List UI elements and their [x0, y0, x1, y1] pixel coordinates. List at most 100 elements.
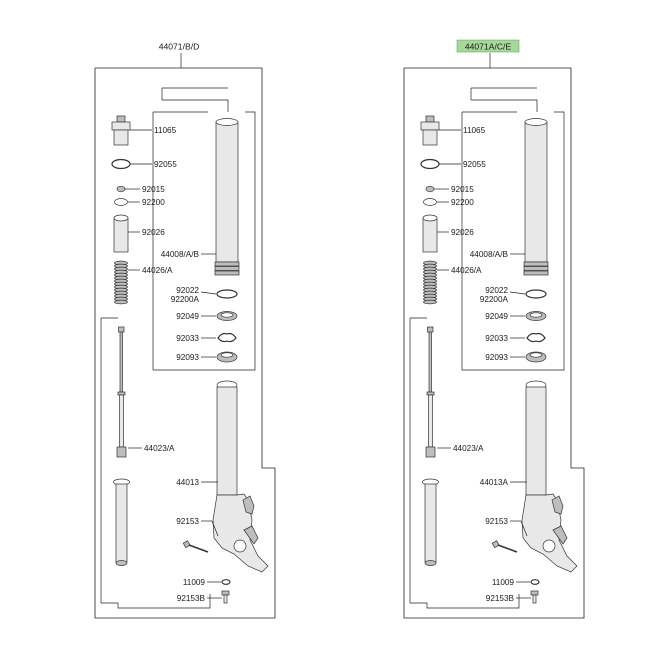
- caliper-mount-upper: [242, 495, 255, 515]
- outer-tube-body: [215, 121, 239, 263]
- oring-part: [111, 158, 131, 170]
- outer-tube-groove: [214, 266, 240, 271]
- nut-part: [116, 185, 126, 193]
- bolt-head: [182, 540, 191, 549]
- leader-line: [200, 291, 217, 295]
- cap-bolt-thread: [422, 129, 438, 146]
- bushing-part: [525, 289, 547, 299]
- damper-shaft: [119, 394, 124, 448]
- label-nut: 92015: [142, 185, 165, 194]
- inner-tube-body: [525, 386, 547, 496]
- bolt-b-shank: [223, 594, 228, 604]
- oil-seal-hole: [220, 312, 234, 318]
- assembly-part-number: 44071A/C/E: [465, 42, 512, 52]
- bolt-b-head: [221, 590, 230, 596]
- label-outer-tube: 44008/A/B: [161, 250, 200, 259]
- damper-collar: [426, 391, 435, 396]
- axle-bracket: [212, 493, 269, 573]
- cap-bolt-body: [111, 121, 131, 131]
- inner-tube-part: [212, 380, 269, 573]
- label-inner-tube: 44013A: [480, 478, 509, 487]
- subassembly-bracket: [162, 99, 229, 112]
- label-nut: 92015: [451, 185, 474, 194]
- dust-seal-hole: [529, 352, 543, 358]
- label-collar: 92026: [142, 228, 165, 237]
- clip-part: [217, 332, 237, 343]
- outer-tube-groove: [214, 270, 240, 276]
- bolt-b-part: [221, 590, 230, 604]
- label-spring: 44026/A: [142, 266, 173, 275]
- damper-part: [422, 326, 439, 566]
- caliper-mount-upper: [551, 495, 564, 515]
- cap-bolt-head: [425, 115, 435, 123]
- outer-tube-part: [214, 118, 240, 276]
- cap-bolt-part: [420, 115, 440, 146]
- damper-cylinder: [424, 483, 437, 563]
- cap-bolt-thread: [113, 129, 129, 146]
- gasket-part: [221, 579, 231, 585]
- header-highlight: [456, 39, 520, 53]
- bushing-part: [216, 289, 238, 299]
- bolt-shank: [497, 544, 518, 553]
- damper-piston: [116, 446, 127, 458]
- label-washer: 92200: [142, 198, 165, 207]
- damper-rod-tip: [427, 326, 434, 333]
- outer-tube-body: [524, 121, 548, 263]
- outer-tube-part: [523, 118, 549, 276]
- collar-top: [422, 214, 438, 222]
- gasket-part: [530, 579, 540, 585]
- subassembly-bracket: [471, 99, 538, 112]
- axle-bracket: [521, 493, 578, 573]
- label-damper: 44023/A: [453, 444, 484, 453]
- damper-cylinder-bottom: [424, 560, 437, 566]
- bolt-b-head: [530, 590, 539, 596]
- damper-bracket: [101, 594, 211, 609]
- inner-tube-part: [521, 380, 578, 573]
- bolt-b-part: [530, 590, 539, 604]
- damper-bracket: [410, 594, 520, 609]
- spring-part: [114, 260, 128, 305]
- axle-hole: [233, 539, 247, 553]
- damper-part: [113, 326, 130, 566]
- damper-rod: [428, 329, 432, 393]
- clip-part: [526, 332, 546, 343]
- washer-part: [114, 198, 128, 206]
- fork-diagram-2: 44071A/C/E110659205592015922009202644026…: [403, 39, 585, 619]
- damper-rod: [119, 329, 123, 393]
- assembly-frame: [403, 67, 585, 619]
- leader-line: [509, 291, 526, 295]
- label-clip: 92033: [485, 334, 508, 343]
- label-clip: 92033: [176, 334, 199, 343]
- oil-seal-hole: [529, 312, 543, 318]
- collar-body: [113, 217, 129, 253]
- spring-part: [423, 260, 437, 305]
- label-washer-a: 92200A: [171, 295, 200, 304]
- spring-coil: [423, 299, 437, 305]
- collar-part: [113, 214, 129, 253]
- label-outer-tube: 44008/A/B: [470, 250, 509, 259]
- outer-tube-top: [215, 118, 239, 126]
- bolt-part: [182, 540, 209, 553]
- outer-tube-groove: [523, 261, 549, 267]
- label-bushing: 92022: [176, 286, 199, 295]
- damper-cylinder-bottom: [115, 560, 128, 566]
- bolt-b-shank: [532, 594, 537, 604]
- cap-bolt-body: [420, 121, 440, 131]
- outer-tube-groove: [523, 270, 549, 276]
- dust-seal-hole: [220, 352, 234, 358]
- label-oil-seal: 92049: [176, 312, 199, 321]
- label-oring: 92055: [154, 160, 177, 169]
- label-bushing: 92022: [485, 286, 508, 295]
- cap-bolt-head: [116, 115, 126, 123]
- bolt-shank: [188, 544, 209, 553]
- label-oring: 92055: [463, 160, 486, 169]
- label-cap-bolt: 11065: [154, 126, 177, 135]
- fork-diagram-1: 44071/B/D110659205592015922009202644026/…: [94, 42, 276, 619]
- washer-part: [423, 198, 437, 206]
- cap-bolt-part: [111, 115, 131, 146]
- caliper-mount-lower: [552, 525, 568, 545]
- bolt-head: [491, 540, 500, 549]
- label-spring: 44026/A: [451, 266, 482, 275]
